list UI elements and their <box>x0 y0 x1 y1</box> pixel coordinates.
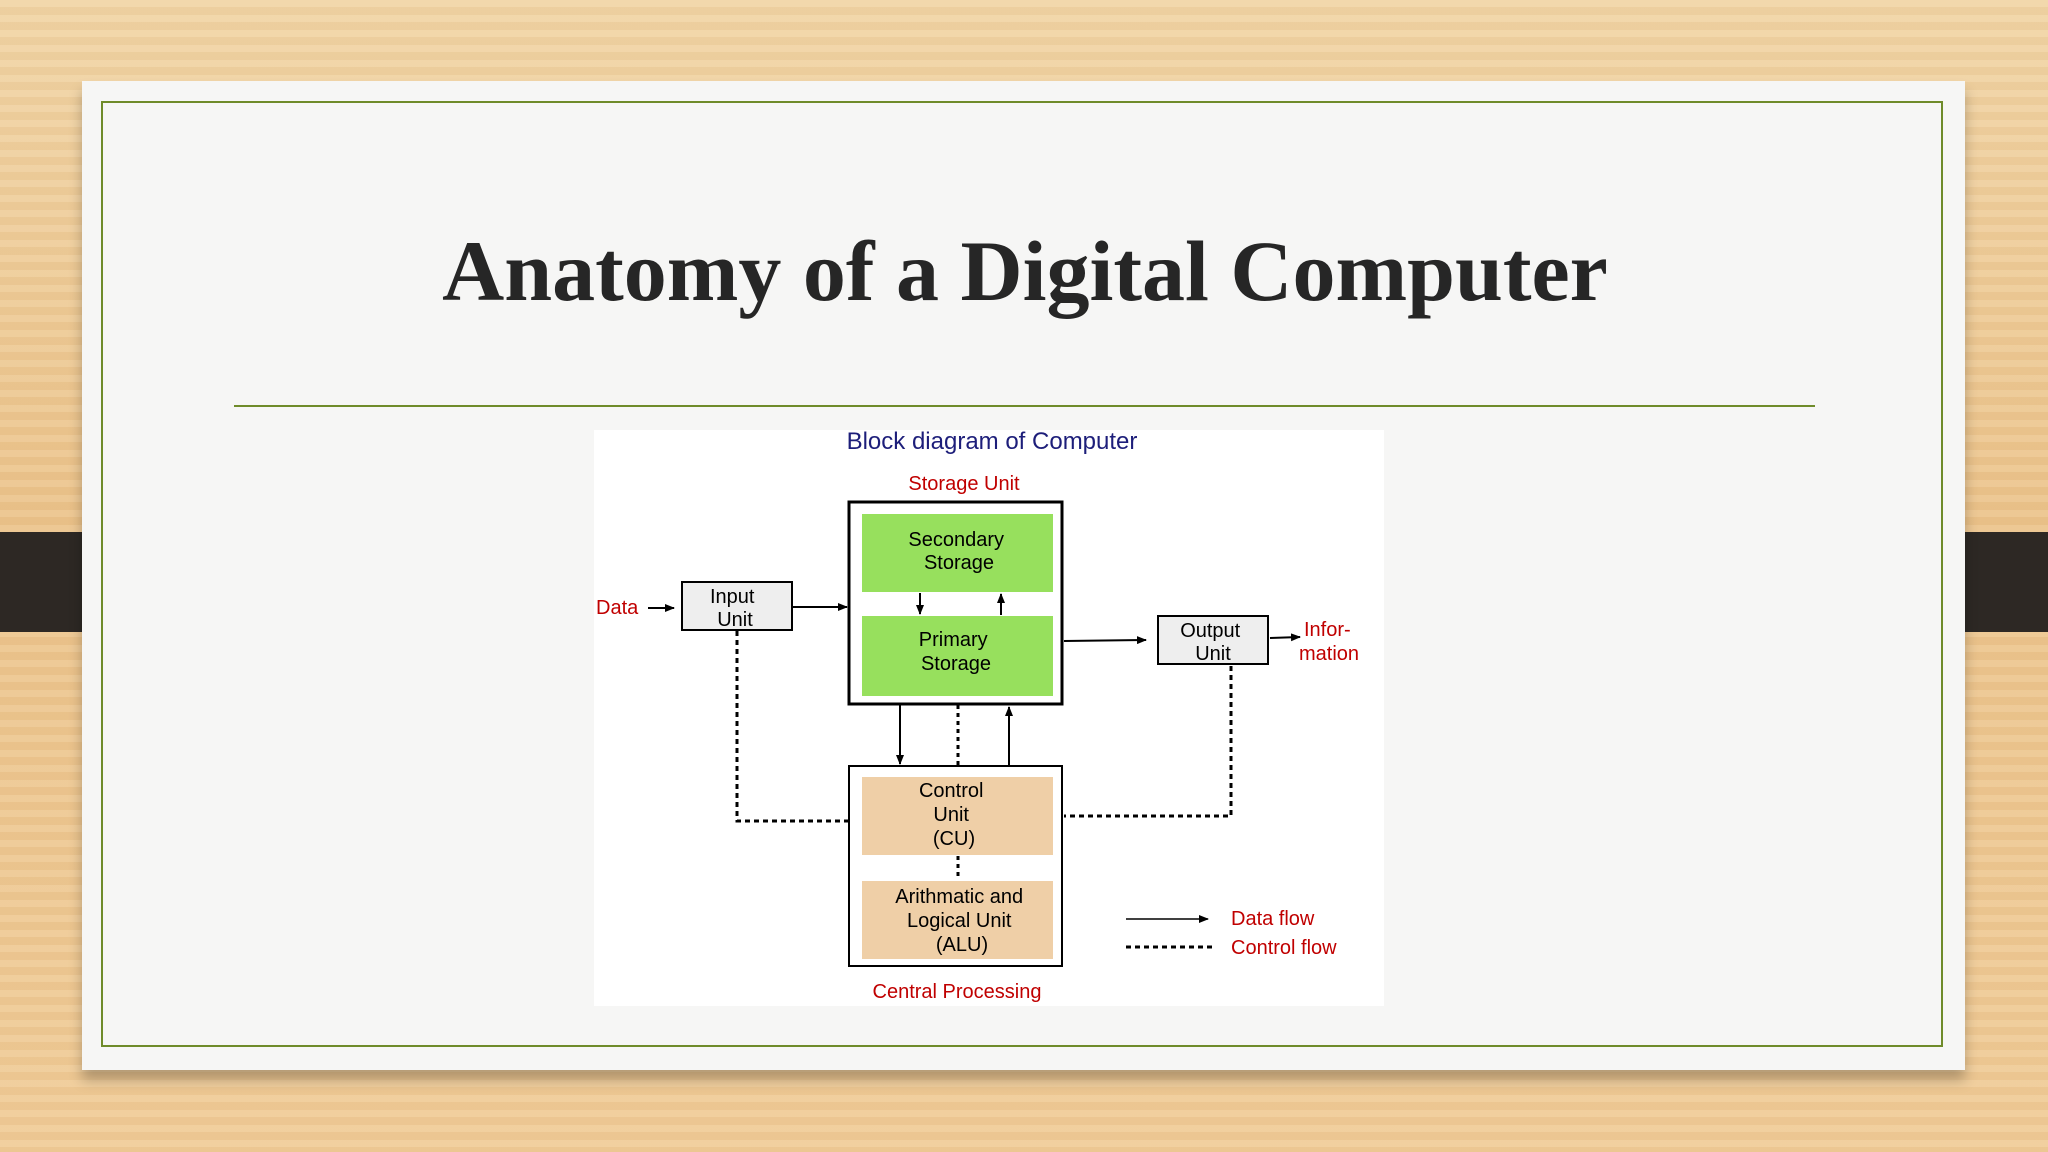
input-unit-box <box>681 581 793 631</box>
legend-data-flow-label: Data flow <box>1231 908 1315 930</box>
secondary-storage-box <box>862 514 1053 592</box>
information-label: Infor- mation <box>1299 619 1359 665</box>
output-unit-label: Output Unit <box>1180 620 1246 665</box>
legend-control-flow-label: Control flow <box>1231 937 1337 959</box>
output-unit-box <box>1157 615 1269 665</box>
title-divider <box>234 405 1815 407</box>
input-control-path <box>735 631 848 823</box>
output-control-path <box>1064 666 1233 818</box>
secondary-storage-label: Secondary Storage <box>908 529 1009 574</box>
control-unit-box <box>862 777 1053 855</box>
output-to-information-arrow <box>1269 633 1301 642</box>
block-diagram: Block diagram of Computer Storage Unit S… <box>594 430 1384 1006</box>
alu-label: Arithmatic and Logical Unit (ALU) <box>895 886 1028 956</box>
primary-storage-label: Primary Storage <box>919 629 993 675</box>
storage-unit-label: Storage Unit <box>908 473 1020 495</box>
input-unit-label: Input Unit <box>710 586 760 631</box>
cpu-label: Central Processing <box>873 981 1042 1003</box>
diagram-title: Block diagram of Computer <box>847 430 1138 455</box>
control-unit-label: Control Unit (CU) <box>919 780 989 850</box>
data-in-label: Data <box>596 597 639 619</box>
primary-storage-box <box>862 616 1053 696</box>
slide-title: Anatomy of a Digital Computer <box>442 223 1608 319</box>
alu-box <box>862 881 1053 959</box>
storage-to-output-arrow <box>1063 636 1147 645</box>
block-diagram-svg: Block diagram of Computer Storage Unit S… <box>596 430 1359 1003</box>
slide-frame <box>101 101 1943 1047</box>
